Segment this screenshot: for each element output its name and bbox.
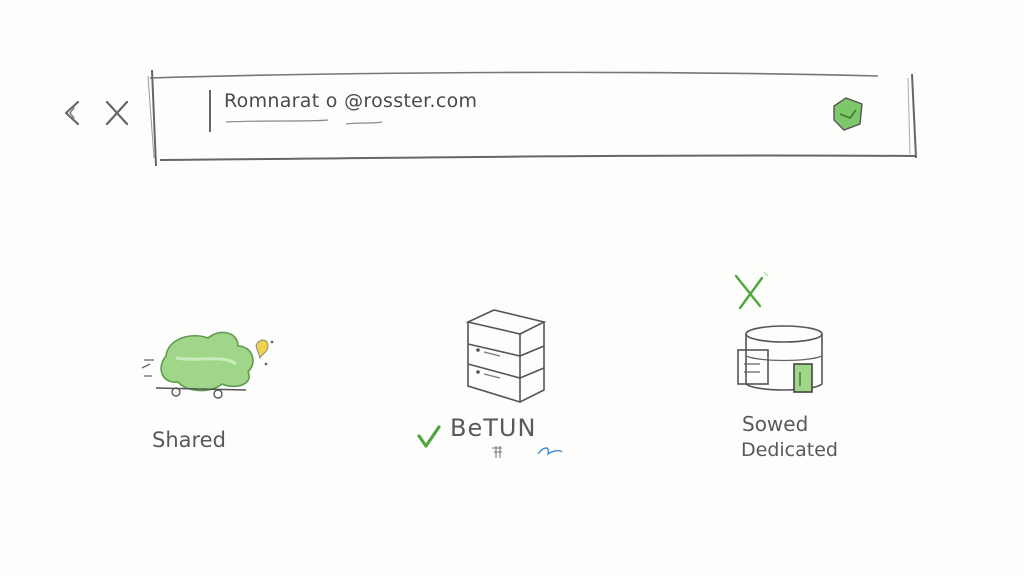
address-input[interactable]: Romnarat o @rosster.com	[224, 90, 478, 112]
chevron-left-icon	[64, 100, 80, 126]
close-icon	[105, 100, 129, 126]
plan-label-dedicated-line2: Dedicated	[741, 439, 838, 461]
database-icon	[737, 325, 823, 393]
cloud-car-icon	[141, 331, 274, 399]
plan-label-shared: Shared	[152, 428, 226, 452]
server-stack-icon	[465, 309, 547, 403]
plan-label-dedicated-line1: Sowed	[742, 412, 809, 436]
go-button[interactable]	[828, 94, 868, 134]
back-button[interactable]	[60, 98, 86, 128]
plan-label-vps: BeTUN	[450, 414, 537, 442]
address-bar-frame	[147, 69, 917, 167]
close-button[interactable]	[102, 98, 132, 128]
cross-icon	[734, 271, 769, 310]
plan-option-shared[interactable]: Shared	[126, 318, 286, 468]
address-bar[interactable]: Romnarat o @rosster.com	[146, 66, 924, 174]
go-icon	[833, 97, 863, 131]
plan-option-vps[interactable]: BeTUN	[408, 290, 578, 470]
plan-option-dedicated[interactable]: Sowed Dedicated	[708, 262, 858, 472]
check-icon	[417, 425, 441, 448]
scribble-marks	[492, 446, 563, 458]
